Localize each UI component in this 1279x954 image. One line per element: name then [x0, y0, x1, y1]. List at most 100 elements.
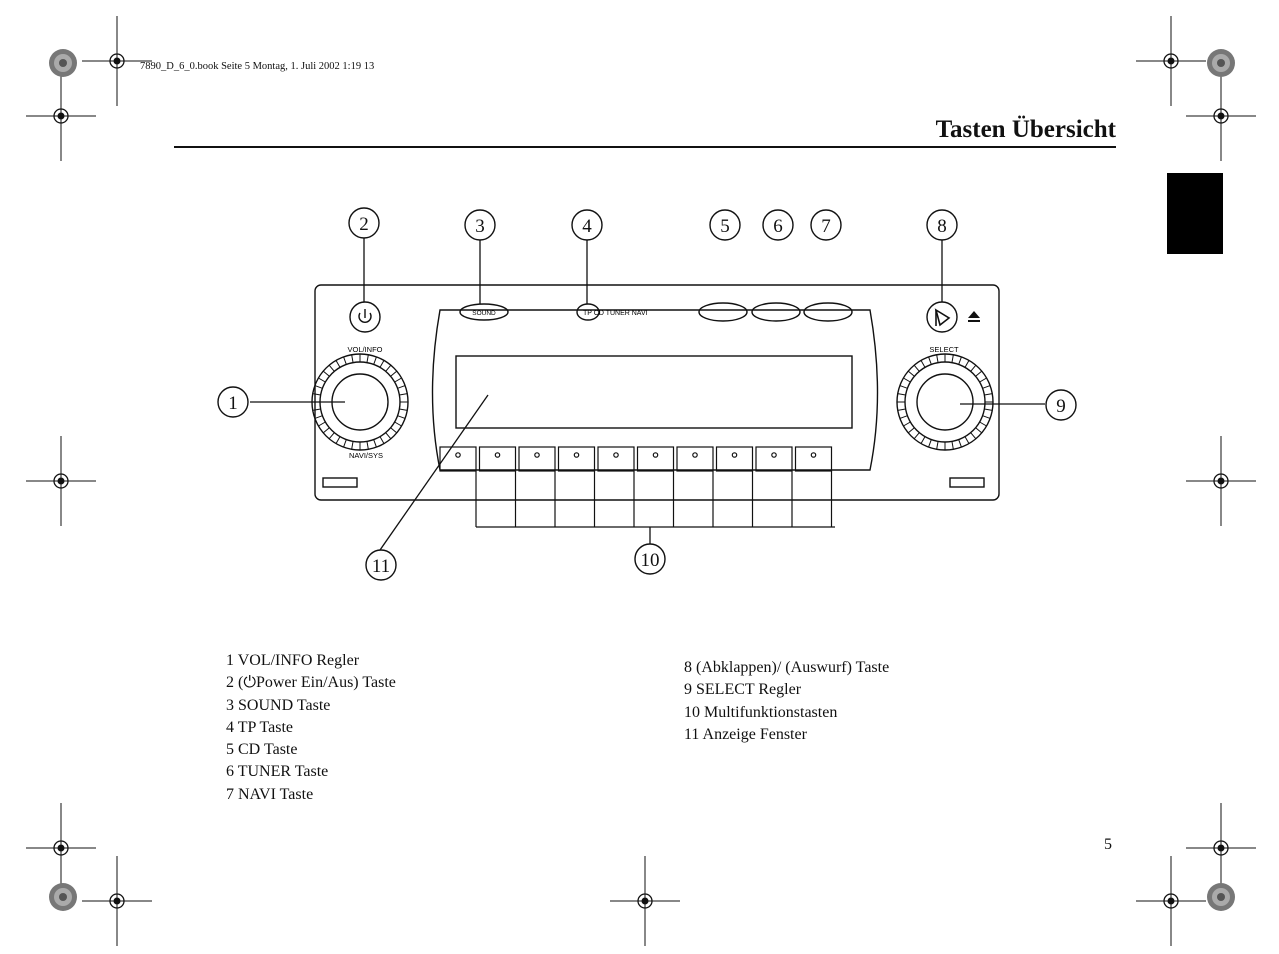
flip-button	[926, 301, 958, 333]
knob-ridge	[390, 370, 398, 377]
knob-ridge	[379, 360, 385, 368]
callout-11: 11	[365, 549, 397, 581]
multifunction-key[interactable]	[597, 446, 635, 472]
callout-3: 3	[464, 209, 496, 241]
callout-number: 11	[372, 556, 390, 577]
callout-number: 3	[475, 216, 485, 237]
knob-ridge	[322, 370, 330, 377]
knob-ridge	[982, 385, 991, 389]
legend-item: 5 CD Taste	[226, 741, 298, 759]
knob-ridge	[970, 432, 977, 440]
callout-7: 7	[810, 209, 842, 241]
select-label: SELECT	[929, 345, 959, 354]
callout-number: 6	[773, 216, 783, 237]
display-window	[455, 355, 853, 429]
knob-ridge	[920, 360, 926, 368]
navi-sys-label: NAVI/SYS	[349, 451, 383, 460]
knob-ridge	[964, 360, 970, 368]
knob-ridge	[982, 415, 991, 419]
knob-ridge	[913, 364, 920, 372]
source-label: TP CD TUNER NAVI	[583, 310, 648, 317]
knob-ridge	[335, 436, 341, 444]
knob-ridge	[399, 408, 408, 411]
page-title: Tasten Übersicht	[935, 116, 1116, 143]
knob-ridge	[897, 408, 906, 411]
knob-ridge	[312, 393, 321, 396]
multifunction-key[interactable]	[439, 446, 477, 472]
multifunction-key[interactable]	[755, 446, 793, 472]
callout-8: 8	[926, 209, 958, 241]
select-knob	[916, 373, 974, 431]
knob-ridge	[979, 421, 987, 427]
key-indicator	[494, 452, 501, 458]
knob-ridge	[314, 385, 323, 389]
key-indicator	[810, 452, 817, 458]
knob-ridge	[390, 427, 398, 434]
faceplate-outline	[314, 284, 1000, 501]
callout-1: 1	[217, 386, 249, 418]
legend-item: 3 SOUND Taste	[226, 696, 331, 714]
multifunction-key[interactable]	[557, 446, 596, 472]
sound-button	[459, 303, 509, 321]
legend-left: 1 VOL/INFO Regler 2 (⏻Power Ein/Aus) Tas…	[226, 650, 396, 806]
knob-ridge	[958, 356, 962, 365]
multifunction-key[interactable]	[794, 446, 833, 472]
page-number: 5	[1104, 836, 1112, 853]
knob-ridge	[970, 364, 977, 372]
knob-ridge	[984, 408, 993, 411]
knob-ridge	[335, 360, 341, 368]
sound-label: SOUND	[472, 310, 496, 317]
callout-number: 1	[228, 393, 238, 414]
key-indicator	[534, 452, 540, 458]
knob-ridge	[314, 415, 323, 419]
navi-button	[803, 302, 853, 322]
knob-ridge	[920, 436, 926, 444]
book-reference: 7890_D_6_0.book Seite 5 Montag, 1. Juli …	[140, 61, 375, 72]
knob-ridge	[951, 354, 954, 363]
callout-number: 5	[720, 216, 730, 237]
multifunction-key[interactable]	[715, 446, 754, 472]
legend-item: 6 TUNER Taste	[226, 763, 329, 781]
knob-ridge	[379, 436, 385, 444]
knob-ridge	[322, 427, 330, 434]
knob-ridge	[903, 421, 911, 427]
legend-item: 4 TP Taste	[226, 718, 294, 736]
knob-ridge	[928, 439, 932, 448]
vol-info-label: VOL/INFO	[347, 345, 382, 354]
knob-ridge	[343, 356, 347, 365]
knob-ridge	[366, 441, 369, 450]
callout-4: 4	[571, 209, 603, 241]
knob-ridge	[897, 393, 906, 396]
multifunction-key[interactable]	[478, 446, 517, 472]
key-indicator	[771, 452, 777, 458]
knob-ridge	[385, 432, 392, 440]
multifunction-key[interactable]	[518, 446, 556, 472]
legend-item: 11 Anzeige Fenster	[684, 725, 807, 743]
callout-6: 6	[762, 209, 794, 241]
power-button	[349, 301, 381, 333]
multifunction-key[interactable]	[676, 446, 714, 472]
knob-ridge	[328, 364, 335, 372]
knob-ridge	[907, 427, 915, 434]
tuner-button	[751, 302, 801, 322]
knob-ridge	[936, 441, 939, 450]
knob-ridge	[366, 354, 369, 363]
callout-number: 2	[359, 214, 369, 235]
callout-9: 9	[1045, 389, 1077, 421]
slot-right	[949, 477, 985, 488]
legend-item: 9 SELECT Regler	[684, 681, 802, 699]
knob-ridge	[394, 377, 402, 383]
callout-number: 7	[821, 216, 831, 237]
legend-item: 8 (Abklappen)/ (Auswurf) Taste	[684, 659, 890, 676]
callout-number: 10	[641, 550, 660, 571]
chapter-tab	[1167, 173, 1223, 254]
multifunction-key[interactable]	[636, 446, 675, 472]
knob-ridge	[951, 441, 954, 450]
knob-ridge	[394, 421, 402, 427]
header-rule	[174, 146, 1116, 148]
knob-ridge	[903, 377, 911, 383]
knob-ridge	[913, 432, 920, 440]
legend-right: 8 (Abklappen)/ (Auswurf) Taste 9 SELECT …	[684, 657, 889, 746]
cd-button	[698, 302, 748, 322]
